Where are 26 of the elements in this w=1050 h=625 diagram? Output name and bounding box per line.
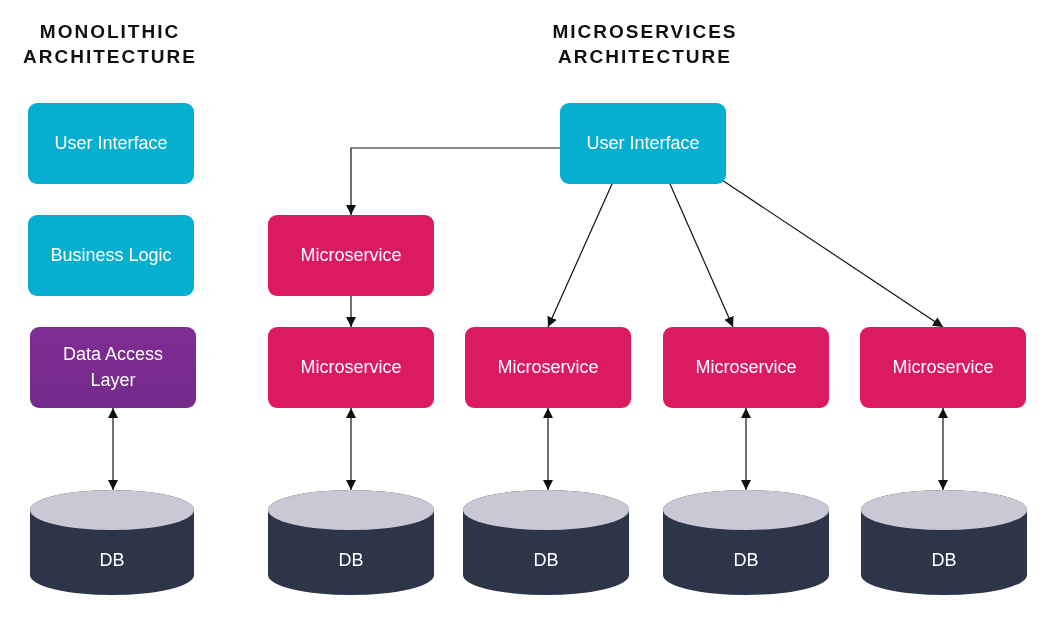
database-label: DB bbox=[337, 549, 365, 572]
arrow bbox=[346, 147, 561, 216]
microservice-box: Microservice bbox=[860, 327, 1026, 408]
arrow bbox=[346, 407, 356, 491]
database-label: DB bbox=[532, 549, 560, 572]
microservice-box: Microservice bbox=[465, 327, 631, 408]
arrow bbox=[721, 179, 944, 328]
layer-box: User Interface bbox=[560, 103, 726, 184]
arrow bbox=[547, 183, 613, 328]
database-label: DB bbox=[930, 549, 958, 572]
layer-box: User Interface bbox=[28, 103, 194, 184]
microservice-box: Microservice bbox=[268, 327, 434, 408]
arrow bbox=[741, 407, 751, 491]
section-heading: MONOLITHIC ARCHITECTURE bbox=[22, 20, 198, 69]
database-label: DB bbox=[98, 549, 126, 572]
arrow bbox=[669, 183, 734, 328]
arrow bbox=[346, 295, 356, 328]
layer-box: Business Logic bbox=[28, 215, 194, 296]
microservice-box: Microservice bbox=[663, 327, 829, 408]
layer-box: Data Access Layer bbox=[30, 327, 196, 408]
arrow bbox=[938, 407, 948, 491]
section-heading: MICROSERVICES ARCHITECTURE bbox=[551, 20, 739, 69]
microservice-box: Microservice bbox=[268, 215, 434, 296]
database-label: DB bbox=[732, 549, 760, 572]
arrow bbox=[543, 407, 553, 491]
arrow bbox=[108, 407, 118, 491]
